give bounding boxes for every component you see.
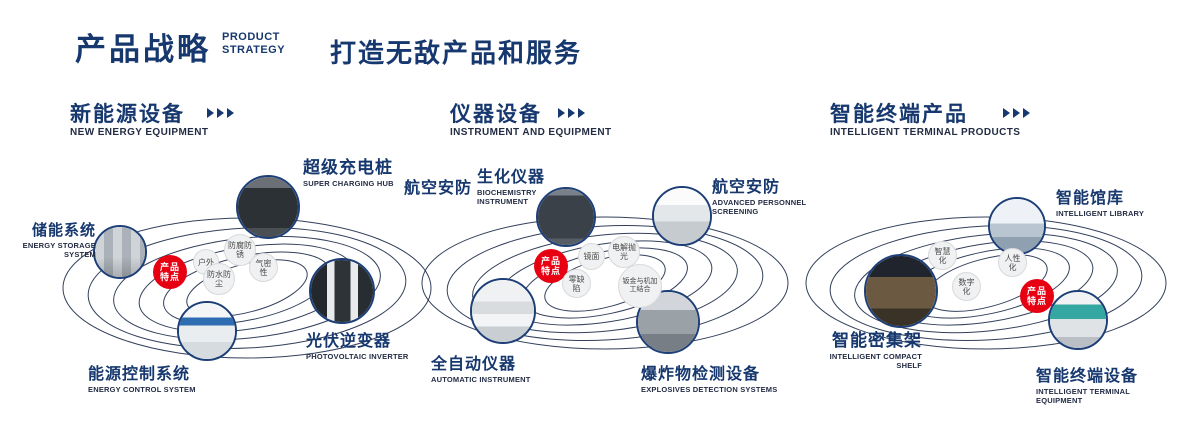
feature-bubble: 人性化 [998,248,1027,277]
feature-bubble: 钣金与机加工结合 [618,264,662,308]
product-name-zh: 超级充电桩 [303,158,393,177]
badge-line1: 产品 [1026,286,1047,296]
product-name-zh: 智能密集架 [832,331,922,350]
triple-arrow-icon [558,108,588,118]
product-label-terminal-equipment: 智能终端设备 INTELLIGENT TERMINAL EQUIPMENT [1036,362,1176,405]
product-name-en: ADVANCED PERSONNEL SCREENING [712,198,807,216]
product-name-zh: 航空安防 [712,179,781,196]
triple-arrow-icon [207,108,237,118]
product-name-zh: 航空安防 [404,180,473,197]
product-name-en: EXPLOSIVES DETECTION SYSTEMS [641,385,778,394]
section-subtitle-intelligent: INTELLIGENT TERMINAL PRODUCTS [830,127,1021,138]
product-node-biochemistry [536,187,596,247]
section-title-intelligent: 智能终端产品 [830,103,968,126]
product-node-pv-inverter [309,258,375,324]
product-node-automatic-instrument [470,278,536,344]
badge-line2: 特点 [1026,296,1047,306]
product-label-energy-control: 能源控制系统 ENERGY CONTROL SYSTEM [88,360,196,395]
product-node-compact-shelf [864,254,938,328]
product-name-en: ENERGY STORAGE SYSTEM [22,241,96,259]
product-features-badge: 产品 特点 [1020,279,1054,313]
biochemistry-photo [538,189,594,245]
badge-line2: 特点 [159,272,180,282]
badge-line1: 产品 [159,262,180,272]
page-title-en-line1: PRODUCT [222,31,280,43]
terminal-equipment-photo [1050,292,1106,348]
product-name-en: BIOCHEMISTRY INSTRUMENT [477,188,537,206]
triple-arrow-icon [1003,108,1033,118]
product-label-intelligent-library: 智能馆库 INTELLIGENT LIBRARY [1056,184,1144,219]
product-name-zh: 能源控制系统 [88,366,191,383]
badge-line1: 产品 [540,256,561,266]
product-label-automatic-instrument: 全自动仪器 AUTOMATIC INSTRUMENT [431,350,531,385]
feature-bubble: 数字化 [952,272,981,301]
product-name-zh: 光伏逆变器 [306,333,392,350]
product-name-zh: 智能馆库 [1056,190,1125,207]
slogan: 打造无敌产品和服务 [330,38,583,68]
section-subtitle-new-energy: NEW ENERGY EQUIPMENT [70,127,209,138]
super-charging-photo [238,177,298,237]
product-name-zh: 生化仪器 [477,169,546,186]
product-name-en: ENERGY CONTROL SYSTEM [88,385,196,394]
product-label-super-charging: 超级充电桩 SUPER CHARGING HUB [303,153,394,189]
pv-inverter-photo [311,260,373,322]
energy-storage-photo [95,227,145,277]
energy-control-photo [179,303,235,359]
feature-bubble: 防水防尘 [203,263,235,295]
product-node-intelligent-library [988,197,1046,255]
page-title-en-line2: STRATEGY [222,43,286,56]
product-node-super-charging [236,175,300,239]
product-label-pv-inverter: 光伏逆变器 PHOTOVOLTAIC INVERTER [306,327,409,362]
product-node-terminal-equipment [1048,290,1108,350]
product-label-biochemistry: 生化仪器 BIOCHEMISTRY INSTRUMENT [477,163,569,206]
feature-bubble: 气密性 [249,253,278,282]
product-features-badge: 产品 特点 [153,255,187,289]
product-label-aviation-right: 航空安防 ADVANCED PERSONNEL SCREENING [712,173,824,216]
feature-bubble: 电解抛光 [608,236,640,268]
feature-bubble: 防腐防锈 [224,234,256,266]
product-label-aviation-left: 航空安防 [404,174,472,198]
product-name-en: PHOTOVOLTAIC INVERTER [306,352,409,361]
badge-line2: 特点 [540,266,561,276]
product-name-en: AUTOMATIC INSTRUMENT [431,375,531,384]
product-name-zh: 爆炸物检测设备 [641,366,761,383]
compact-shelf-photo [866,256,936,326]
product-name-zh: 智能终端设备 [1036,368,1139,385]
orbit-rings [421,216,789,350]
product-name-en: INTELLIGENT TERMINAL EQUIPMENT [1036,387,1130,405]
product-name-en: SUPER CHARGING HUB [303,179,394,188]
feature-bubble: 镜面 [578,243,605,270]
feature-bubble: 零缺陷 [562,269,591,298]
product-label-compact-shelf: 智能密集架 INTELLIGENT COMPACT SHELF [828,326,922,370]
product-name-zh: 储能系统 [31,222,96,239]
product-name-zh: 全自动仪器 [431,356,517,373]
aviation-security-photo [654,188,710,244]
product-label-energy-storage: 储能系统 ENERGY STORAGE SYSTEM [22,219,96,259]
automatic-instrument-photo [472,280,534,342]
section-subtitle-instrument: INSTRUMENT AND EQUIPMENT [450,127,612,138]
product-node-aviation-security [652,186,712,246]
product-label-explosives-detection: 爆炸物检测设备 EXPLOSIVES DETECTION SYSTEMS [641,360,777,395]
section-title-new-energy: 新能源设备 [70,103,185,126]
page-title: 产品战略 [75,32,211,67]
product-node-energy-storage [93,225,147,279]
section-title-instrument: 仪器设备 [450,103,542,126]
page-title-en: PRODUCT STRATEGY [222,31,285,56]
intelligent-library-photo [990,199,1044,253]
product-name-en: INTELLIGENT LIBRARY [1056,209,1145,218]
feature-bubble: 智慧化 [928,241,957,270]
product-node-energy-control [177,301,237,361]
product-name-en: INTELLIGENT COMPACT SHELF [829,352,922,370]
